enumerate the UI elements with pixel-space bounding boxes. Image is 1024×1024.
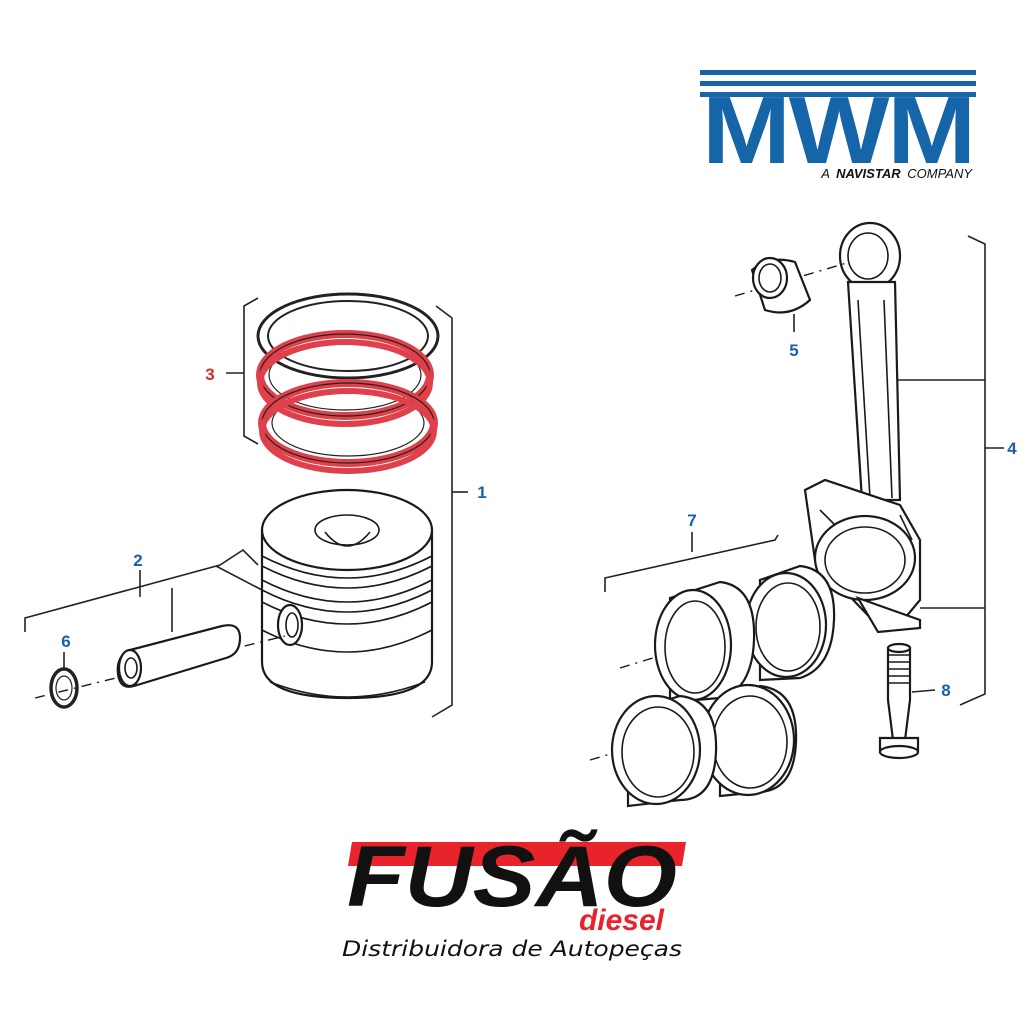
- fusao-wordmark: FUSÃO: [347, 829, 677, 925]
- bearing-shell-upper-right: [744, 564, 836, 682]
- callout-5: 5: [789, 341, 798, 360]
- mwm-stripe: [700, 92, 976, 97]
- piston-ring-top: [256, 292, 440, 380]
- tagline-brand: NAVISTAR: [836, 166, 901, 181]
- callout-3: 3: [205, 365, 214, 384]
- mwm-stripe: [700, 81, 976, 86]
- bearing-shell-lower-right: [700, 683, 798, 798]
- mwm-wordmark: MWM: [702, 77, 974, 184]
- bushing-axis: [734, 261, 851, 297]
- bracket-1: [431, 305, 453, 718]
- bracket-4: [959, 235, 986, 706]
- callout-7: 7: [687, 511, 696, 530]
- connecting-rod-bolt: [878, 642, 920, 760]
- callout-1: 1: [477, 483, 486, 502]
- bracket-2: [24, 548, 259, 632]
- fusao-red-band: [348, 842, 686, 866]
- callout-6: 6: [61, 632, 70, 651]
- leader-2c: [215, 565, 263, 591]
- fusao-diesel-logo: FUSÃO diesel Distribuidora de Autopeças: [342, 829, 686, 961]
- mwm-logo: MWM A NAVISTAR COMPANY: [700, 70, 976, 184]
- bearing-shell-upper-left: [653, 580, 756, 704]
- fusao-tagline: Distribuidora de Autopeças: [342, 937, 682, 961]
- connecting-rod: [803, 221, 922, 634]
- fusao-diesel-label: diesel: [579, 904, 665, 937]
- callout-2: 2: [133, 551, 142, 570]
- snap-ring: [49, 667, 79, 709]
- mwm-tagline: A NAVISTAR COMPANY: [820, 166, 973, 181]
- mwm-stripe: [700, 70, 976, 75]
- small-end-bushing: [750, 256, 812, 314]
- bracket-3: [243, 297, 259, 445]
- callout-8: 8: [941, 681, 950, 700]
- piston-ring-middle: [256, 330, 434, 427]
- bracket-7: [604, 534, 779, 592]
- tagline-suffix: COMPANY: [907, 166, 973, 181]
- bearing-shell-lower-left: [610, 694, 718, 808]
- piston-ring-bottom: [258, 379, 438, 474]
- leader-8: [911, 689, 936, 693]
- piston: [260, 488, 434, 700]
- tagline-prefix: A: [820, 166, 829, 181]
- wrist-pin: [116, 624, 242, 688]
- piston-rings: [226, 292, 440, 474]
- callout-4: 4: [1007, 439, 1017, 458]
